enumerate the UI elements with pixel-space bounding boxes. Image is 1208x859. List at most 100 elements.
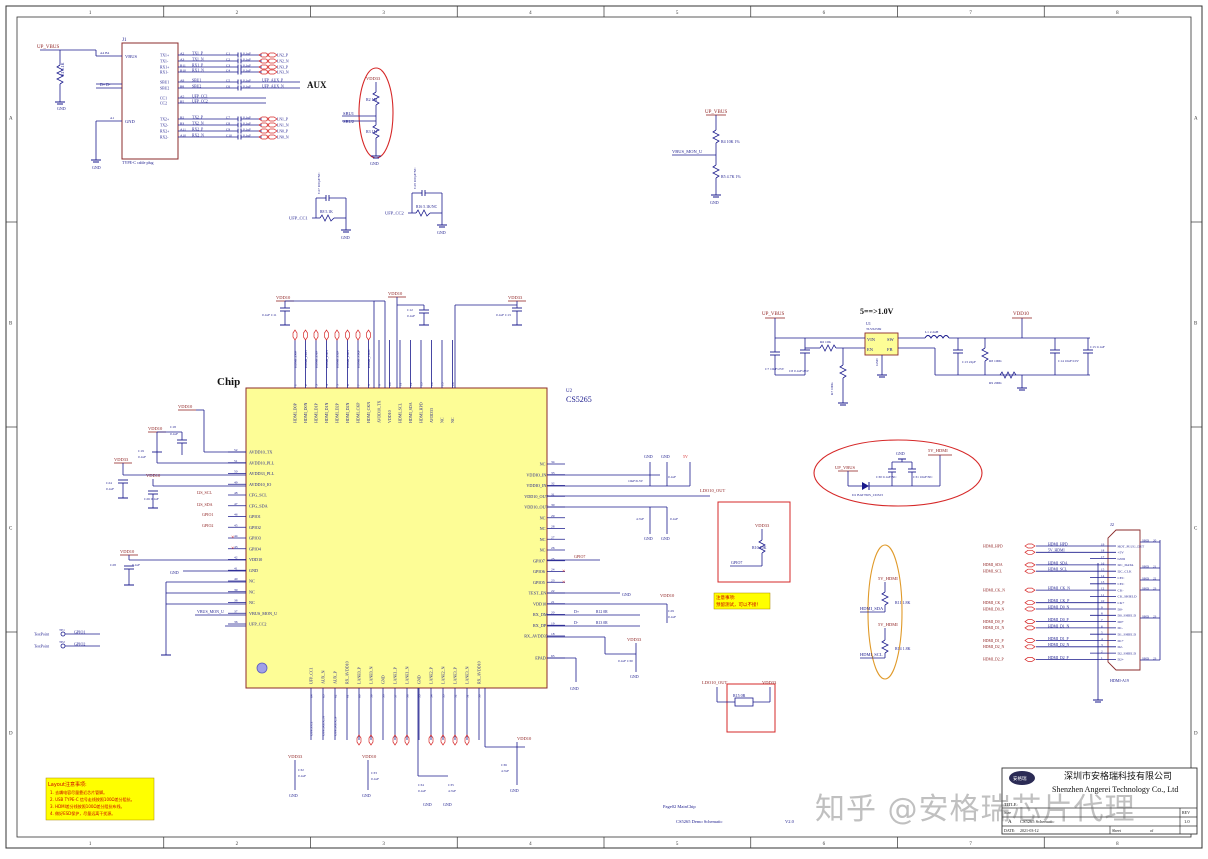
chip-right-pin-number: 25: [551, 557, 555, 561]
cc-net: UFP_CC2: [385, 211, 404, 216]
chip-right-pin-number: 65: [551, 654, 555, 658]
net-flag-icon: [1024, 587, 1036, 593]
hdmi-pin-name: CK_SHIELD: [1118, 595, 1138, 599]
usb-cap-ref: C4: [226, 68, 230, 72]
hdmi-shield-number: 22: [1153, 576, 1157, 580]
hdmi-pin-net: HDMI_SCL: [1048, 568, 1068, 572]
chip-bottom-pin-name: AUX_P: [333, 670, 338, 684]
chip-top-pin-name: HDMI_D0P: [293, 402, 298, 423]
chip-part: CS5265: [566, 395, 592, 404]
chip-left-pin-number: 50: [234, 470, 238, 474]
hdmi-pin-net: HDMI_CK_P: [1048, 599, 1069, 603]
hdmi-pin-name: CEC: [1118, 582, 1125, 586]
hdmi-pin-name: I2C_CLK: [1118, 570, 1132, 574]
chip-top-net: HDMI_D0P: [294, 351, 298, 368]
layout-note: Layout注意事项: 1. 去耦电容尽量靠近芯片管脚。 2. USB TYPE…: [45, 777, 155, 821]
chip-left-pin-name: GPIO3: [249, 536, 261, 541]
chip-right-pin-number: 30: [551, 503, 555, 507]
ddc-r11: R11 1.8K: [895, 600, 911, 605]
chip-bottom-pin-name: LANE2_N: [441, 666, 446, 684]
company-en: Shenzhen Angerei Technology Co., Ltd: [1052, 785, 1178, 794]
hdmi-pin-number: 5: [1101, 631, 1103, 635]
testpoint-net: GPIO2: [74, 641, 85, 646]
chip-bottom-pin-number: 63: [322, 694, 326, 698]
chip-left-pin-name: VDD10: [249, 557, 262, 562]
chip-left-pin-number: 45: [234, 523, 238, 527]
chip-bottom-pin-number: 51: [466, 694, 470, 698]
hdmi-part: HDMI-A19: [1110, 678, 1129, 683]
hdmi-left-net: HDMI_D1_N: [983, 626, 1005, 630]
chip-left-pin-name: NC: [249, 589, 255, 594]
reg-r6: R6 10K: [820, 340, 831, 344]
svg-text:C28: C28: [110, 563, 116, 567]
usb-pin-number: A3: [180, 58, 185, 62]
chip-left-pin-name: GPIO1: [249, 514, 261, 519]
chip-bottom-pin-name: RX_AVDD10: [477, 661, 482, 684]
hdmi-pin-number: 14: [1101, 574, 1105, 578]
testpoint-label: TestPoint: [34, 644, 50, 649]
usb-cap-value: 0.1uF: [243, 78, 251, 82]
sbu-r3: R3 1M: [366, 129, 378, 134]
hdmi-pin-net: HDMI_D1_P: [1048, 637, 1069, 641]
ddc-sda: HDMI_SDA: [860, 606, 884, 611]
net-flag-icon: [266, 52, 278, 58]
usb-cap-ref: C5: [226, 78, 230, 82]
net-flag-icon: [266, 128, 278, 134]
chip-top-pin-name: NC: [450, 417, 455, 423]
hdmi-left-net: HDMI_HPD: [983, 544, 1003, 548]
frame-col-bottom: 8: [1116, 842, 1119, 847]
svg-text:4.7uF: 4.7uF: [501, 769, 509, 773]
layout-note-line1: 1. 去耦电容尽量靠近芯片管脚。: [50, 789, 107, 795]
ddc-power-1: 5V_HDMI: [878, 576, 898, 581]
frame-col-bottom: 5: [676, 842, 679, 847]
hdmi-shield-label: SHD: [1142, 586, 1149, 590]
svg-text:0.1uF: 0.1uF: [670, 517, 678, 521]
chip-right-pin-number: 24: [551, 568, 555, 572]
svg-text:I2S_SDA: I2S_SDA: [197, 502, 213, 507]
svg-text:GND: GND: [362, 793, 371, 798]
chip-top-pin-name: HDMI_D1P: [314, 402, 319, 423]
hdmi-pin-name: D2-: [1118, 645, 1124, 649]
buck-regulator: 5==>1.0V U1 TLV62569 VIN EN SW FB GND UP…: [762, 307, 1105, 406]
chip-right-pin-name: TEST_EN: [529, 591, 547, 596]
resistor-icon: [319, 214, 335, 222]
hdmi-shield-number: 21: [1153, 564, 1157, 568]
net-flag-icon: [258, 64, 270, 70]
chip-ref: U2: [566, 389, 573, 394]
chip-bottom-pin-name: AUX_N: [321, 670, 326, 684]
usb-pin-number: A2: [180, 52, 185, 56]
frame-col-top: 7: [969, 11, 972, 16]
frame-row-left: B: [9, 322, 13, 327]
svg-text:4.7uF: 4.7uF: [636, 517, 644, 521]
usb-out-net: UFP_AUX_N: [262, 84, 284, 88]
svg-text:C26 0.1uF: C26 0.1uF: [144, 497, 159, 501]
usb-cap-value: 0.1uF: [243, 127, 251, 131]
svg-text:C19: C19: [138, 449, 144, 453]
chip-top-net: HDMI_D1N: [325, 350, 329, 368]
svg-text:GND: GND: [92, 165, 101, 170]
chip-top-pin-name: AVDD33: [429, 408, 434, 423]
chip-top-pin-number: 4: [325, 384, 329, 386]
chip-bottom-pin-name: LANE3_P: [453, 666, 458, 684]
svg-text:GND: GND: [443, 802, 452, 807]
hdmi-pin-net: 5V_HDMI: [1048, 549, 1065, 553]
chip-left-pin-number: 42: [234, 556, 238, 560]
net-flag-icon: [355, 329, 361, 341]
vbusmon-r4: R4 10K 1%: [721, 139, 741, 144]
note1-body: 预留测试，可以不接！: [716, 601, 761, 608]
svg-text:GND: GND: [644, 454, 653, 459]
chip-bottom-pin-number: 56: [406, 694, 410, 698]
svg-text:VDD10: VDD10: [276, 295, 291, 300]
usb-pin-gnd-num: A1: [110, 116, 115, 120]
hdmi-pin-number: 12: [1101, 587, 1105, 591]
usb-cap-value: 0.1uF: [243, 133, 251, 137]
hdmi-pin-name: +5V: [1118, 551, 1125, 555]
svg-text:×: ×: [562, 580, 565, 586]
chip-right-pin-number: 18: [551, 632, 555, 636]
chip-right-pin-name: NC: [540, 548, 546, 553]
usb-pin-number: A10: [180, 134, 186, 138]
